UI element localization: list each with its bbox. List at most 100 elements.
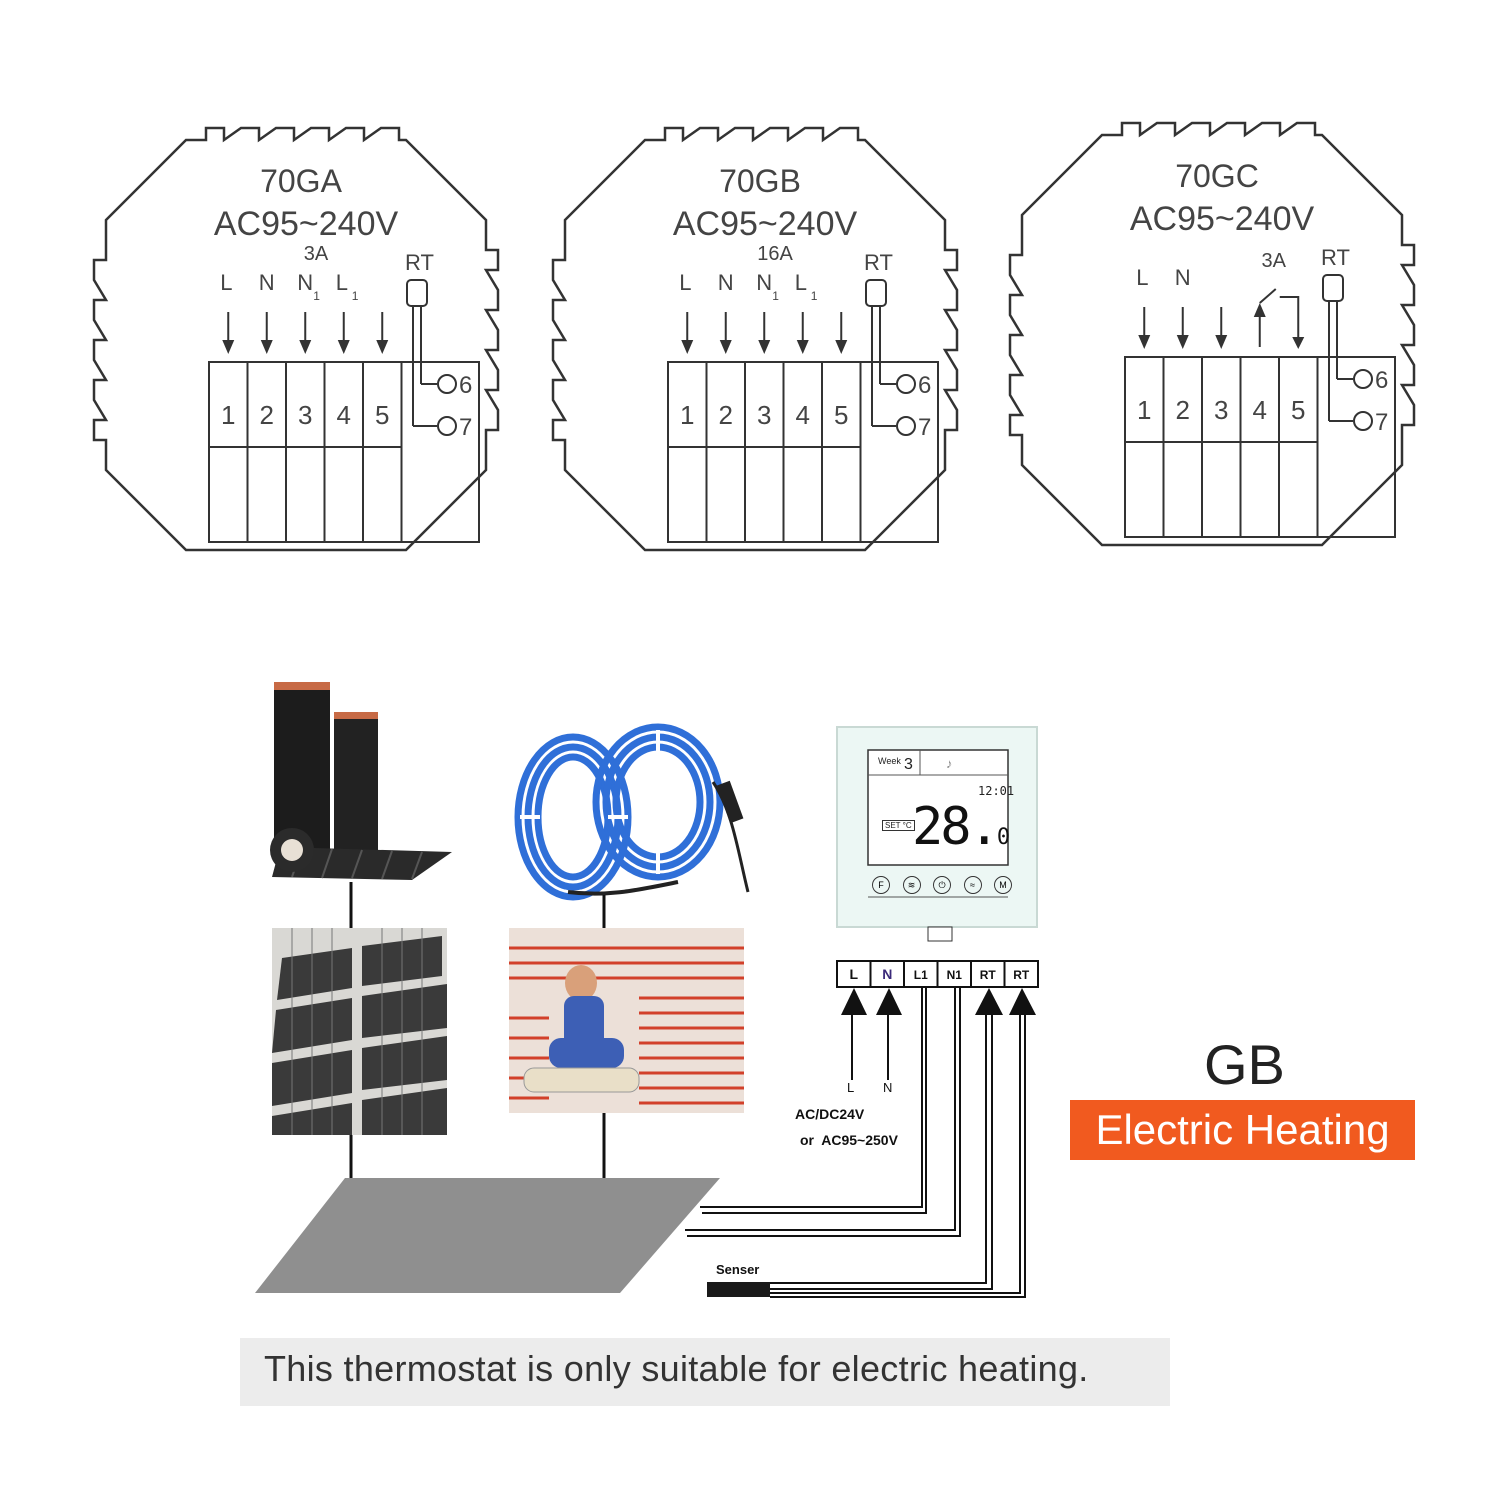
output-terminal	[437, 374, 457, 394]
terminal-label: N	[259, 270, 275, 295]
down-arrow	[260, 340, 273, 354]
output-number: 7	[1375, 409, 1388, 436]
terminal-number: 3	[298, 400, 312, 430]
terminal-label: L	[220, 270, 232, 295]
terminal-number: 4	[337, 400, 351, 430]
rt-label: RT	[405, 250, 434, 275]
up-button[interactable]: ≈	[963, 876, 982, 894]
module-voltage: AC95~240V	[673, 205, 858, 243]
terminal-label: N	[756, 270, 772, 295]
mode-button[interactable]: M	[994, 876, 1012, 894]
terminal-grid	[667, 361, 939, 543]
model-gb-label: GB	[1204, 1033, 1285, 1096]
function-button[interactable]: F	[872, 876, 890, 894]
output-terminal	[437, 416, 457, 436]
relay-switch	[1259, 288, 1277, 304]
heated-floor	[255, 1178, 720, 1293]
thermostat-buttons: F ≋ ⏻ ≈ M	[872, 876, 1012, 894]
down-button[interactable]: ≋	[902, 876, 921, 894]
output-number: 6	[918, 372, 931, 399]
thermostat-set-label: SET °C	[882, 820, 915, 831]
supply-spec-line1: AC/DC24V	[795, 1106, 865, 1122]
thermostat-week-label: Week	[878, 756, 901, 766]
terminal-number: 3	[757, 400, 771, 430]
heating-film-rolls-image	[262, 672, 462, 882]
terminal-label-sub: 1	[313, 289, 320, 303]
module-housing	[92, 126, 500, 552]
terminal-label-sub: 1	[352, 289, 359, 303]
output-number: 7	[918, 414, 931, 441]
output-number: 6	[1375, 367, 1388, 394]
down-arrow	[1292, 337, 1305, 349]
terminal-label: N1	[947, 968, 963, 982]
down-arrow	[337, 340, 350, 354]
thermostat-temperature: 28.0	[912, 797, 1011, 857]
thermostat-week-value: 3	[904, 756, 913, 773]
terminal-number: 5	[375, 400, 389, 430]
up-arrow	[1253, 303, 1266, 317]
terminal-number: 5	[834, 400, 848, 430]
down-arrow	[796, 340, 809, 354]
terminal-number: 1	[221, 400, 235, 430]
terminal-label: L	[795, 270, 807, 295]
terminal-number: 5	[1291, 395, 1305, 425]
heating-cable-floor-image	[509, 928, 744, 1113]
output-terminal	[896, 374, 916, 394]
sensor-label: Senser	[716, 1262, 760, 1277]
supply-l-label: L	[847, 1080, 855, 1095]
terminal-label: N	[297, 270, 313, 295]
terminal-label: L1	[914, 968, 928, 982]
rt-label: RT	[1321, 245, 1350, 270]
terminal-number: 4	[796, 400, 810, 430]
terminal-number: 1	[1137, 395, 1151, 425]
heating-film-floor-image	[272, 928, 447, 1135]
terminal-number: 1	[680, 400, 694, 430]
module-model: 70GA	[260, 163, 342, 199]
sensor-probe	[707, 1282, 770, 1297]
output-number: 6	[459, 372, 472, 399]
down-arrow	[681, 340, 694, 354]
supply-n-label: N	[883, 1080, 893, 1095]
terminal-grid	[1124, 356, 1396, 538]
output-number: 7	[459, 414, 472, 441]
module-current: 3A	[1262, 250, 1287, 272]
rt-sensor	[1322, 274, 1344, 302]
down-arrow	[1176, 335, 1189, 349]
terminal-label: L	[679, 270, 691, 295]
heating-cable-image	[508, 722, 758, 907]
module-housing	[551, 126, 959, 552]
terminal-label-sub: 1	[811, 289, 818, 303]
terminal-cell	[1003, 960, 1039, 988]
terminal-label: RT	[1013, 968, 1030, 982]
down-arrow	[835, 340, 848, 354]
terminal-label: N	[718, 270, 734, 295]
output-terminal	[1353, 369, 1373, 389]
terminal-label: N	[882, 966, 892, 982]
terminal-number: 4	[1253, 395, 1267, 425]
power-button[interactable]: ⏻	[933, 876, 951, 894]
module-current: 16A	[757, 243, 793, 265]
module-model: 70GC	[1175, 158, 1259, 194]
supply-spec-line2: or AC95~250V	[800, 1132, 898, 1148]
module-model: 70GB	[719, 163, 801, 199]
terminal-grid	[208, 361, 480, 543]
terminal-label: L	[336, 270, 348, 295]
down-arrow	[1215, 335, 1228, 349]
relay-line	[1279, 296, 1300, 343]
terminal-number: 3	[1214, 395, 1228, 425]
output-terminal	[896, 416, 916, 436]
rt-sensor	[865, 279, 887, 307]
rt-sensor	[406, 279, 428, 307]
terminal-label: L	[849, 966, 858, 982]
terminal-number: 2	[260, 400, 274, 430]
terminal-label: N	[1175, 265, 1191, 290]
note-bar: This thermostat is only suitable for ele…	[240, 1338, 1170, 1406]
terminal-number: 2	[719, 400, 733, 430]
electric-heating-badge: Electric Heating	[1070, 1100, 1415, 1160]
terminal-label-sub: 1	[772, 289, 779, 303]
